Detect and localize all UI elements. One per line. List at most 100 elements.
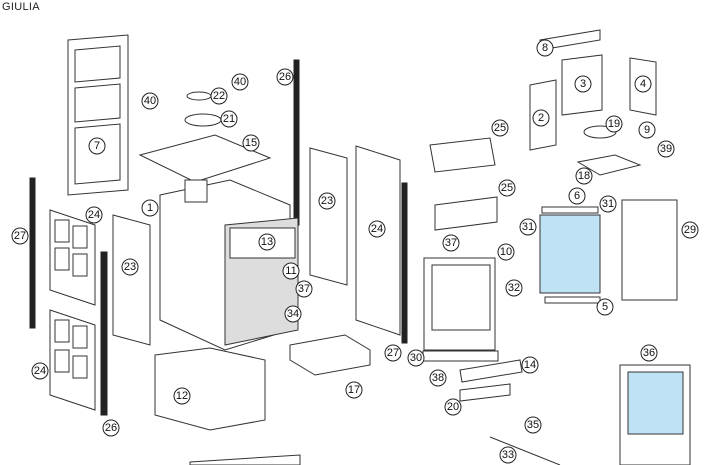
callout-number: 25 (494, 122, 506, 134)
callout-circle (31, 362, 49, 380)
callout-36: 36 (640, 344, 658, 362)
callout-number: 22 (213, 90, 225, 102)
callout-number: 24 (34, 365, 46, 377)
callout-13: 13 (258, 233, 276, 251)
callout-11: 11 (282, 262, 300, 280)
callout-circle (173, 387, 191, 405)
part-bottom (189, 454, 301, 465)
callout-26: 26 (276, 68, 294, 86)
callout-number: 21 (223, 113, 235, 125)
callout-circle (384, 344, 402, 362)
callout-circle (681, 221, 699, 239)
callout-circle (295, 280, 313, 298)
part-gasket-27-right (401, 182, 408, 344)
callout-circle (657, 140, 675, 158)
callout-number: 5 (602, 301, 608, 313)
part-gasket-26-top (293, 59, 300, 226)
callout-37: 37 (295, 280, 313, 298)
callout-20: 20 (444, 398, 462, 416)
part-gasket-29 (621, 199, 678, 301)
part-tool-33 (489, 436, 561, 465)
callout-circle (442, 234, 460, 252)
callout-circle (231, 73, 249, 91)
callout-circle (121, 258, 139, 276)
callout-circle (258, 233, 276, 251)
callout-circle (407, 349, 425, 367)
callout-24: 24 (85, 206, 103, 224)
callout-number: 40 (234, 76, 246, 88)
callout-number: 4 (640, 78, 646, 90)
part-top-plate-15 (138, 134, 272, 183)
callout-circle (638, 121, 656, 139)
part-bar-6 (541, 206, 599, 214)
callout-number: 24 (371, 223, 383, 235)
callout-34: 34 (284, 305, 302, 323)
callout-number: 7 (94, 140, 100, 152)
callout-14: 14 (521, 356, 539, 374)
part-panel-25-top (429, 137, 496, 173)
callout-circle (568, 187, 586, 205)
callout-number: 31 (602, 198, 614, 210)
callout-39: 39 (657, 140, 675, 158)
callout-17: 17 (345, 381, 363, 399)
callout-4: 4 (634, 75, 652, 93)
callout-circle (141, 92, 159, 110)
callout-circle (242, 134, 260, 152)
part-bar-5 (544, 296, 601, 304)
callout-circle (498, 179, 516, 197)
callout-number: 26 (279, 71, 291, 83)
callout-number: 2 (538, 112, 544, 124)
callout-circle (505, 279, 523, 297)
callout-25: 25 (498, 179, 516, 197)
callout-15: 15 (242, 134, 260, 152)
part-tile-panel-24-upper (49, 209, 96, 306)
callout-number: 37 (445, 237, 457, 249)
callout-number: 31 (522, 221, 534, 233)
part-gasket-27 (29, 177, 36, 329)
callout-circle (491, 119, 509, 137)
callout-number: 25 (501, 182, 513, 194)
part-side-panel-23-left (112, 214, 151, 346)
callout-circle (524, 416, 542, 434)
callout-number: 8 (542, 42, 548, 54)
callout-circle (368, 220, 386, 238)
callout-number: 6 (574, 190, 580, 202)
callout-12: 12 (173, 387, 191, 405)
callout-26: 26 (102, 419, 120, 437)
callout-circle (88, 137, 106, 155)
callout-circle (596, 298, 614, 316)
callout-number: 27 (14, 230, 26, 242)
callout-number: 39 (660, 143, 672, 155)
callout-number: 14 (524, 359, 536, 371)
callout-40: 40 (231, 73, 249, 91)
callout-circle (429, 369, 447, 387)
callout-number: 32 (508, 282, 520, 294)
callout-24: 24 (368, 220, 386, 238)
callout-31: 31 (599, 195, 617, 213)
callout-number: 27 (387, 347, 399, 359)
callout-number: 10 (500, 246, 512, 258)
callout-circle (220, 110, 238, 128)
diagram-title: GIULIA (2, 1, 40, 13)
callout-circle (11, 227, 29, 245)
callout-circle (640, 344, 658, 362)
part-stove-body-1 (159, 179, 299, 351)
callout-7: 7 (88, 137, 106, 155)
callout-19: 19 (605, 115, 623, 133)
callout-circle (85, 206, 103, 224)
callout-25: 25 (491, 119, 509, 137)
callout-number: 18 (578, 170, 590, 182)
callout-10: 10 (497, 243, 515, 261)
callout-number: 11 (285, 265, 296, 277)
callout-circle (102, 419, 120, 437)
callout-circle (536, 39, 554, 57)
callout-circle (318, 192, 336, 210)
callout-circle (210, 87, 228, 105)
callout-circle (574, 75, 592, 93)
callout-21: 21 (220, 110, 238, 128)
callout-number: 3 (580, 78, 586, 90)
callout-number: 15 (245, 137, 257, 149)
callout-number: 26 (105, 422, 117, 434)
callout-number: 29 (684, 224, 696, 236)
